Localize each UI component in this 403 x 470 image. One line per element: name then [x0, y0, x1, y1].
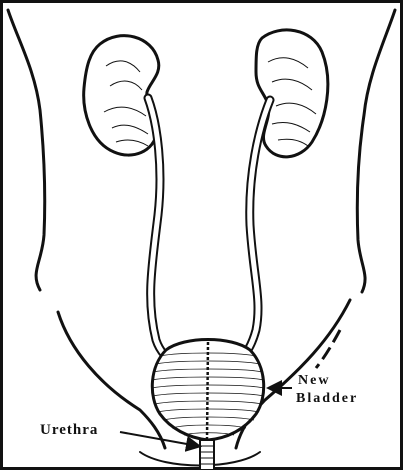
- right-kidney: [256, 30, 328, 157]
- new-bladder: [152, 340, 264, 441]
- urethra-label: Urethra: [40, 422, 98, 438]
- ureters: [148, 98, 270, 365]
- new-bladder-label-line2: Bladder: [296, 391, 358, 406]
- new-bladder-label-line1: New: [298, 373, 330, 388]
- urethra-tube: [200, 440, 214, 470]
